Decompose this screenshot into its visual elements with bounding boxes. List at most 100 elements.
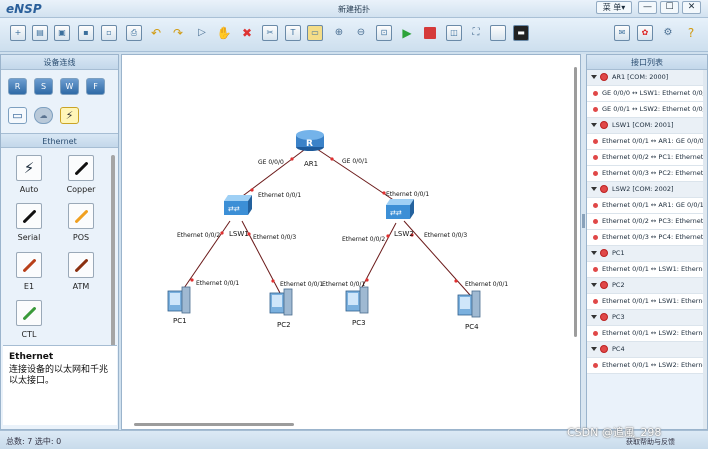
router-ar1[interactable]: R <box>296 130 324 151</box>
stop-device-icon[interactable] <box>424 27 436 39</box>
interface-list-scrollbar[interactable] <box>703 70 707 429</box>
help-icon[interactable]: ? <box>687 26 695 40</box>
device-status-icon <box>600 121 608 129</box>
interface-row[interactable]: Ethernet 0/0/1 ↔ LSW1: Ethernet 0/0/3 <box>587 294 707 310</box>
cable-e1[interactable]: E1 <box>7 252 51 291</box>
hand-drag-icon[interactable]: ✋ <box>216 26 232 40</box>
fit-icon[interactable]: ⊡ <box>376 25 392 41</box>
undo-icon[interactable]: ↶ <box>150 26 162 40</box>
delete-icon[interactable]: ✖ <box>241 26 253 40</box>
collapse-arrow-icon[interactable] <box>591 123 597 127</box>
cable-ctl[interactable]: CTL <box>7 300 51 339</box>
terminal-icon[interactable]: ▬ <box>513 25 529 41</box>
interface-device-row[interactable]: PC2 <box>587 278 707 294</box>
switch-lsw2[interactable]: ⇄⇄ <box>386 199 414 219</box>
collapse-arrow-icon[interactable] <box>591 315 597 319</box>
device-panel: 设备连线 R S W F ▭ ☁ ⚡ Ethernet ⚡ Auto Coppe… <box>0 54 119 430</box>
cable-serial[interactable]: Serial <box>7 203 51 242</box>
topology-icon[interactable]: ⛶ <box>472 27 480 38</box>
start-device-icon[interactable]: ▶ <box>402 26 412 40</box>
canvas-horizontal-scrollbar[interactable] <box>134 423 294 426</box>
firewall-category-icon[interactable]: F <box>86 78 105 95</box>
interface-device-row[interactable]: PC1 <box>587 246 707 262</box>
huawei-icon[interactable]: ✿ <box>637 25 653 41</box>
capture-icon[interactable]: ◫ <box>446 25 462 41</box>
close-button[interactable]: ✕ <box>682 1 701 14</box>
cable-list-scrollbar[interactable] <box>111 155 115 385</box>
interface-row[interactable]: GE 0/0/0 ↔ LSW1: Ethernet 0/0/1 <box>587 86 707 102</box>
cloud-category-icon[interactable]: ☁ <box>34 107 53 124</box>
cable-auto[interactable]: ⚡ Auto <box>7 155 51 194</box>
select-pointer-icon[interactable]: ▷ <box>198 27 206 38</box>
panel-splitter[interactable] <box>581 54 586 430</box>
interface-device-row[interactable]: LSW2 [COM: 2002] <box>587 182 707 198</box>
menu-button[interactable]: 菜 单▾ <box>596 1 632 14</box>
open-icon[interactable]: ▣ <box>54 25 70 41</box>
splitter-grip[interactable] <box>582 214 585 228</box>
port-status-icon <box>593 298 598 304</box>
new-example-icon[interactable]: ▤ <box>32 25 48 41</box>
links <box>181 146 471 296</box>
grid-icon[interactable] <box>490 25 506 41</box>
save-as-icon[interactable]: ▫ <box>101 25 117 41</box>
link-lsw2-pc3[interactable] <box>359 222 397 292</box>
interface-row[interactable]: Ethernet 0/0/1 ↔ AR1: GE 0/0/1 <box>587 198 707 214</box>
maximize-button[interactable]: ☐ <box>660 1 679 14</box>
port-dot <box>250 188 254 192</box>
interface-row[interactable]: Ethernet 0/0/1 ↔ LSW2: Ethernet 0/0/2 <box>587 326 707 342</box>
terminal-category-icon[interactable]: ▭ <box>8 107 27 124</box>
collapse-arrow-icon[interactable] <box>591 347 597 351</box>
print-icon[interactable]: ⎙ <box>126 25 142 41</box>
collapse-arrow-icon[interactable] <box>591 187 597 191</box>
interface-device-row[interactable]: PC4 <box>587 342 707 358</box>
cable-atm[interactable]: ATM <box>59 252 103 291</box>
interface-device-row[interactable]: AR1 [COM: 2000] <box>587 70 707 86</box>
collapse-arrow-icon[interactable] <box>591 251 597 255</box>
interface-row[interactable]: Ethernet 0/0/3 ↔ PC2: Ethernet 0/0/1 <box>587 166 707 182</box>
zoom-in-icon[interactable]: ⊕ <box>334 27 344 38</box>
cable-copper[interactable]: Copper <box>59 155 103 194</box>
zoom-out-icon[interactable]: ⊖ <box>356 27 366 38</box>
settings-icon[interactable]: ⚙ <box>663 27 673 38</box>
port-label-pc3-e001: Ethernet 0/0/1 <box>322 281 365 288</box>
interface-row[interactable]: GE 0/0/1 ↔ LSW2: Ethernet 0/0/1 <box>587 102 707 118</box>
collapse-arrow-icon[interactable] <box>591 283 597 287</box>
interface-row[interactable]: Ethernet 0/0/2 ↔ PC3: Ethernet 0/0/1 <box>587 214 707 230</box>
pc-pc2[interactable] <box>269 288 293 316</box>
interface-row[interactable]: Ethernet 0/0/1 ↔ LSW1: Ethernet 0/0/2 <box>587 262 707 278</box>
pc-pc3[interactable] <box>345 286 369 314</box>
port-label-lsw1-e002: Ethernet 0/0/2 <box>177 232 220 239</box>
minimize-button[interactable]: — <box>638 1 657 14</box>
wlan-category-icon[interactable]: W <box>60 78 79 95</box>
delete-all-links-icon[interactable]: ✂ <box>262 25 278 41</box>
cable-pos[interactable]: POS <box>59 203 103 242</box>
topology-canvas[interactable]: R AR1 ⇄⇄ LSW1 ⇄⇄ LSW2 PC1 <box>121 54 581 430</box>
palette-icon[interactable]: ▭ <box>307 25 323 41</box>
switch-category-icon[interactable]: S <box>34 78 53 95</box>
port-dot <box>454 279 458 283</box>
help-feedback-link[interactable]: 获取帮助与反馈 <box>626 438 675 446</box>
collapse-arrow-icon[interactable] <box>591 75 597 79</box>
interface-row[interactable]: Ethernet 0/0/1 ↔ LSW2: Ethernet 0/0/3 <box>587 358 707 374</box>
link-ar1-lsw1[interactable] <box>235 146 309 202</box>
interface-device-row[interactable]: LSW1 [COM: 2001] <box>587 118 707 134</box>
interface-device-row[interactable]: PC3 <box>587 310 707 326</box>
port-status-icon <box>593 154 598 160</box>
window-title: 新建拓扑 <box>338 5 370 14</box>
pc-pc1[interactable] <box>167 286 191 314</box>
port-label-lsw2-e003: Ethernet 0/0/3 <box>424 232 467 239</box>
link-lsw2-pc4[interactable] <box>403 220 471 296</box>
interface-row[interactable]: Ethernet 0/0/3 ↔ PC4: Ethernet 0/0/1 <box>587 230 707 246</box>
router-category-icon[interactable]: R <box>8 78 27 95</box>
switch-lsw1[interactable]: ⇄⇄ <box>224 195 252 215</box>
redo-icon[interactable]: ↷ <box>172 26 184 40</box>
new-topology-icon[interactable]: + <box>10 25 26 41</box>
interface-row[interactable]: Ethernet 0/0/2 ↔ PC1: Ethernet 0/0/1 <box>587 150 707 166</box>
cable-category-icon[interactable]: ⚡ <box>60 107 79 124</box>
save-icon[interactable]: ▪ <box>78 25 94 41</box>
canvas-vertical-scrollbar[interactable] <box>574 67 577 337</box>
interface-row[interactable]: Ethernet 0/0/1 ↔ AR1: GE 0/0/0 <box>587 134 707 150</box>
chat-icon[interactable]: ✉ <box>614 25 630 41</box>
text-icon[interactable]: T <box>285 25 301 41</box>
pc-pc4[interactable] <box>457 290 481 318</box>
